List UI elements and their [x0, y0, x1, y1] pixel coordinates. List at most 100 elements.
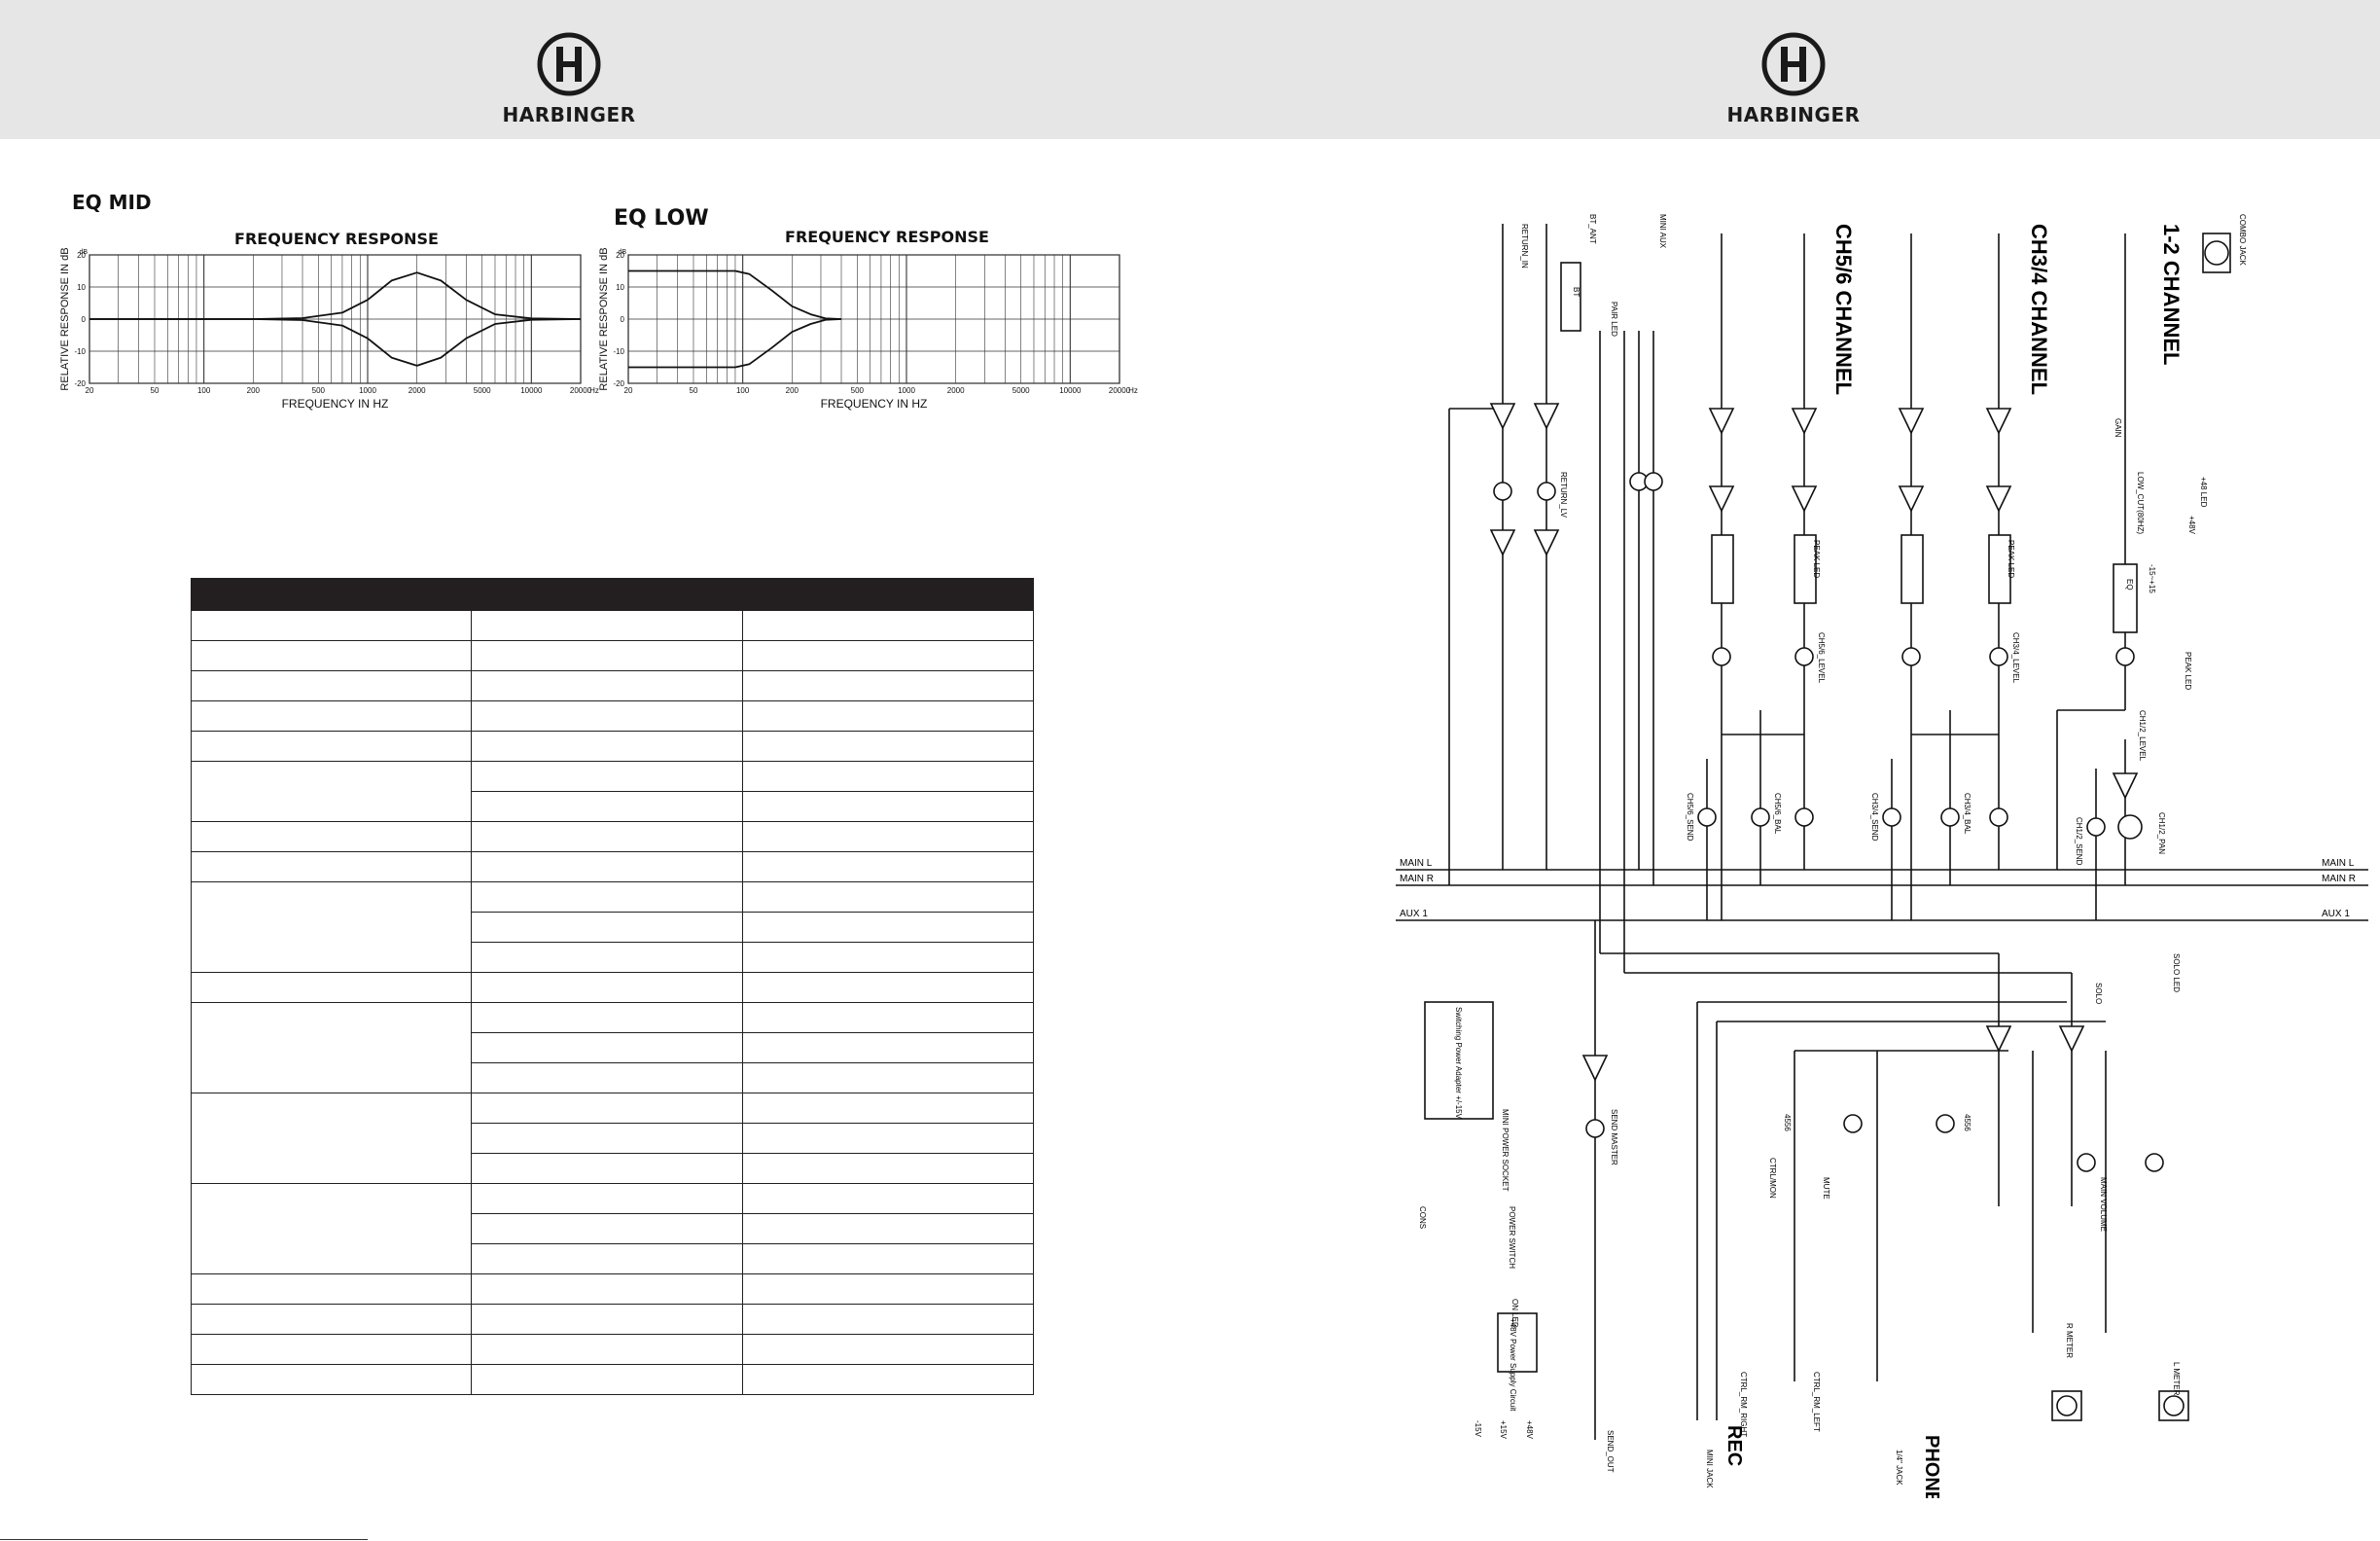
spec-header-cell	[471, 578, 743, 611]
jack-symbols	[2051, 233, 2231, 1421]
table-row	[191, 700, 1034, 732]
label-return-in: RETURN_IN	[1520, 224, 1529, 269]
table-row	[191, 731, 1034, 762]
table-cell	[742, 610, 1034, 641]
label-on-led: ON LED	[1510, 1299, 1519, 1328]
eq-mid-x-tick-label: 20	[86, 386, 94, 395]
table-row	[191, 761, 1034, 822]
bus-label-main-r: MAIN R	[1400, 874, 1434, 884]
table-cell	[742, 1032, 1034, 1063]
table-cell	[471, 821, 743, 852]
label-return-lv: RETURN_LV	[1559, 472, 1568, 519]
eq-low-x-tick-label: 10000	[1059, 386, 1082, 395]
diagram-labels: COMBO JACK +48 LED +48V LOW_CUT(80HZ) GA…	[1418, 214, 2247, 1488]
label-mini-aux: MINI AUX	[1658, 214, 1667, 249]
table-cell	[471, 972, 743, 1003]
eq-low-x-tick-label: 100	[736, 386, 750, 395]
label-ch12-send: CH1/2_SEND	[2075, 817, 2083, 866]
table-cell	[742, 700, 1034, 732]
label-ch56-bal: CH5/6_BAL	[1773, 793, 1782, 835]
table-cell	[471, 731, 743, 762]
label-gain: GAIN	[2114, 418, 2122, 438]
spec-table	[191, 578, 1034, 1395]
eq-low-y-tick-label: 0	[621, 315, 625, 324]
table-cell	[191, 1304, 472, 1335]
table-cell	[742, 942, 1034, 973]
eq-low-x-tick-label: 20	[624, 386, 633, 395]
page-header: HARBINGER HARBINGER	[0, 0, 2380, 139]
table-row	[191, 881, 1034, 973]
label-ch56-send: CH5/6_SEND	[1686, 793, 1694, 842]
table-cell	[742, 881, 1034, 913]
label-v48: +48V	[1525, 1420, 1534, 1440]
table-cell	[742, 1093, 1034, 1124]
bus-label-main-r: MAIN R	[2322, 874, 2356, 884]
heading-ch56: CH5/6 CHANNEL	[1831, 224, 1856, 395]
eq-mid-x-tick-label: 2000	[409, 386, 426, 395]
label-solo: SOLO	[2094, 983, 2103, 1004]
table-cell	[742, 1153, 1034, 1184]
table-cell	[191, 851, 472, 882]
table-cell	[471, 610, 743, 641]
label-power-switch: POWER SWITCH	[1508, 1206, 1516, 1269]
label-l-meter: L METER	[2172, 1362, 2181, 1396]
table-cell	[742, 972, 1034, 1003]
table-cell	[471, 912, 743, 943]
table-cell	[191, 1002, 472, 1093]
spec-header-cell	[742, 578, 1034, 611]
eq-low-x-tick-label: 500	[851, 386, 865, 395]
table-cell	[471, 1213, 743, 1244]
harbinger-logo-icon	[1761, 32, 1826, 96]
amplifier-symbols	[1489, 403, 2139, 1082]
table-cell	[191, 881, 472, 973]
eq-low-y-tick-label: 20	[616, 251, 624, 260]
table-cell	[471, 640, 743, 671]
footer-rule	[0, 1539, 368, 1540]
table-cell	[742, 1243, 1034, 1274]
table-cell	[191, 972, 472, 1003]
eq-low-x-tick-label: 200	[786, 386, 799, 395]
table-cell	[742, 670, 1034, 701]
table-cell	[471, 1364, 743, 1395]
table-cell	[742, 640, 1034, 671]
table-cell	[191, 610, 472, 641]
table-row	[191, 972, 1034, 1003]
table-cell	[471, 1062, 743, 1093]
table-cell	[471, 1123, 743, 1154]
table-cell	[471, 1093, 743, 1124]
block-diagram: 1-2 CHANNEL CH3/4 CHANNEL CH5/6 CHANNEL …	[1396, 214, 2368, 1498]
label-send-out: SEND_OUT	[1606, 1430, 1615, 1473]
heading-ch34: CH3/4 CHANNEL	[2027, 224, 2051, 395]
label-send-master: SEND MASTER	[1610, 1109, 1618, 1165]
table-row	[192, 1153, 1034, 1184]
label-v15n: -15V	[1474, 1420, 1482, 1438]
table-cell	[471, 1153, 743, 1184]
spec-header-cell	[191, 578, 472, 611]
table-row	[191, 1334, 1034, 1365]
label-jack: 1/4" JACK	[1895, 1450, 1903, 1486]
label-eq: EQ	[2125, 579, 2134, 591]
label-cons: CONS	[1418, 1206, 1427, 1229]
table-row	[192, 1213, 1034, 1244]
bus-label-aux1: AUX 1	[1400, 909, 1428, 919]
eq-mid-y-tick-label: 0	[82, 315, 87, 324]
eq-mid-x-tick-label: 10000	[520, 386, 543, 395]
label-ch34-bal: CH3/4_BAL	[1963, 793, 1971, 835]
eq-low-x-tick-label: 2000	[947, 386, 965, 395]
label-peak-led: PEAK LED	[2184, 652, 2192, 690]
table-cell	[191, 670, 472, 701]
table-cell	[471, 670, 743, 701]
eq-low-x-axis-label: FREQUENCY IN HZ	[821, 397, 928, 411]
table-cell	[742, 731, 1034, 762]
table-cell	[191, 1273, 472, 1305]
table-row	[191, 670, 1034, 701]
table-cell	[191, 761, 472, 822]
eq-mid-y-tick-label: -20	[74, 379, 86, 388]
table-row	[191, 1183, 1034, 1274]
label-phantom-switch: +48V	[2187, 516, 2196, 535]
label-op4556: 4556	[1963, 1114, 1971, 1131]
eq-low-x-unit: Hz	[1128, 386, 1138, 395]
eq-low-y-tick-label: 10	[616, 283, 624, 292]
